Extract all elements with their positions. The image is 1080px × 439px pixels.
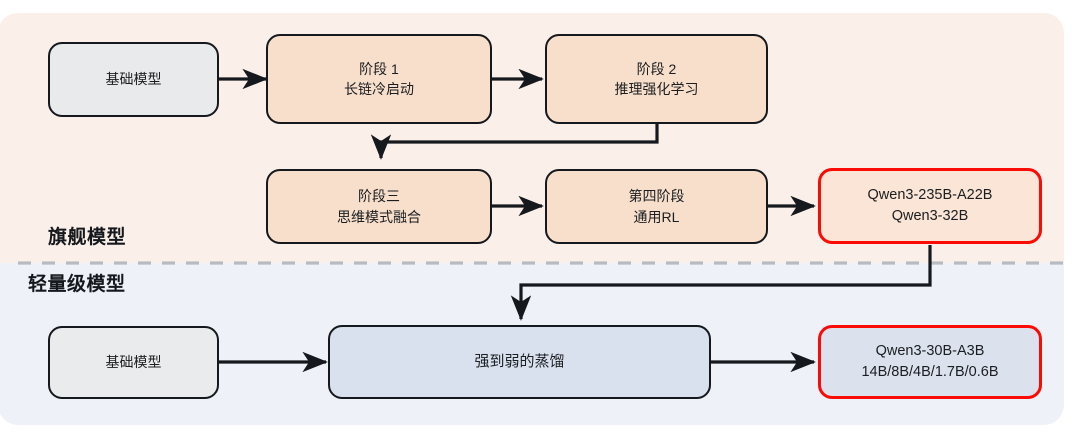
section-label-flagship: 旗舰模型 xyxy=(48,227,127,248)
node-line-1: 阶段三 xyxy=(358,188,400,205)
node-stage-4[interactable]: 第四阶段 通用RL xyxy=(545,169,768,244)
node-strong-to-weak-distillation[interactable]: 强到弱的蒸馏 xyxy=(328,325,711,399)
node-line-2: 14B/8B/4B/1.7B/0.6B xyxy=(861,364,999,380)
node-line-1: 阶段 1 xyxy=(359,60,399,77)
node-flagship-output[interactable]: Qwen3-235B-A22B Qwen3-32B xyxy=(818,168,1042,244)
arrow-stage2-to-stage3 xyxy=(370,118,659,160)
node-line-2: 推理强化学习 xyxy=(614,81,699,97)
node-line-1: Qwen3-30B-A3B xyxy=(875,342,985,359)
node-stage-3[interactable]: 阶段三 思维模式融合 xyxy=(266,169,492,244)
node-line-1: Qwen3-235B-A22B xyxy=(867,186,993,203)
node-line-1: 强到弱的蒸馏 xyxy=(474,353,565,371)
node-line-2: Qwen3-32B xyxy=(891,208,969,224)
arrow-flagship-output-to-distill xyxy=(510,245,932,321)
node-line-1: 基础模型 xyxy=(105,71,162,88)
node-line-1: 基础模型 xyxy=(105,354,162,371)
node-line-1: 第四阶段 xyxy=(628,188,685,205)
node-stage-1[interactable]: 阶段 1 长链冷启动 xyxy=(266,34,492,124)
node-flagship-base-model[interactable]: 基础模型 xyxy=(48,42,219,117)
node-line-2: 长链冷启动 xyxy=(344,81,414,97)
node-lightweight-base-model[interactable]: 基础模型 xyxy=(48,326,219,399)
node-line-2: 通用RL xyxy=(633,208,680,225)
section-label-lightweight: 轻量级模型 xyxy=(28,274,126,295)
node-lightweight-output[interactable]: Qwen3-30B-A3B 14B/8B/4B/1.7B/0.6B xyxy=(818,325,1042,399)
node-line-2: 思维模式融合 xyxy=(337,208,421,225)
node-line-1: 阶段 2 xyxy=(636,60,677,77)
node-stage-2[interactable]: 阶段 2 推理强化学习 xyxy=(545,34,768,124)
